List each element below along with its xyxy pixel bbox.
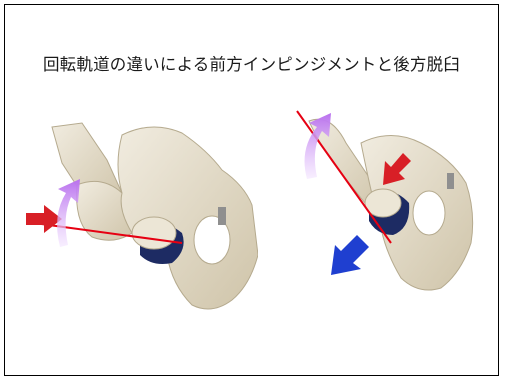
hip-dislocation-illustration [291,103,476,296]
screw [447,173,454,189]
hip-impingement-photo [22,115,258,325]
red-arrow-icon [26,205,62,233]
slide: 回転軌道の違いによる前方インピンジメントと後方脱臼 [4,4,499,376]
hip-dislocation-photo [291,103,476,296]
screw [218,207,226,225]
pelvis-bone [118,127,258,309]
blue-arrow-icon [331,235,369,275]
femoral-head [132,217,176,249]
slide-title: 回転軌道の違いによる前方インピンジメントと後方脱臼 [5,51,498,75]
purple-arrow-icon [57,179,80,247]
obturator-foramen [413,191,445,235]
hip-impingement-illustration [22,115,258,325]
